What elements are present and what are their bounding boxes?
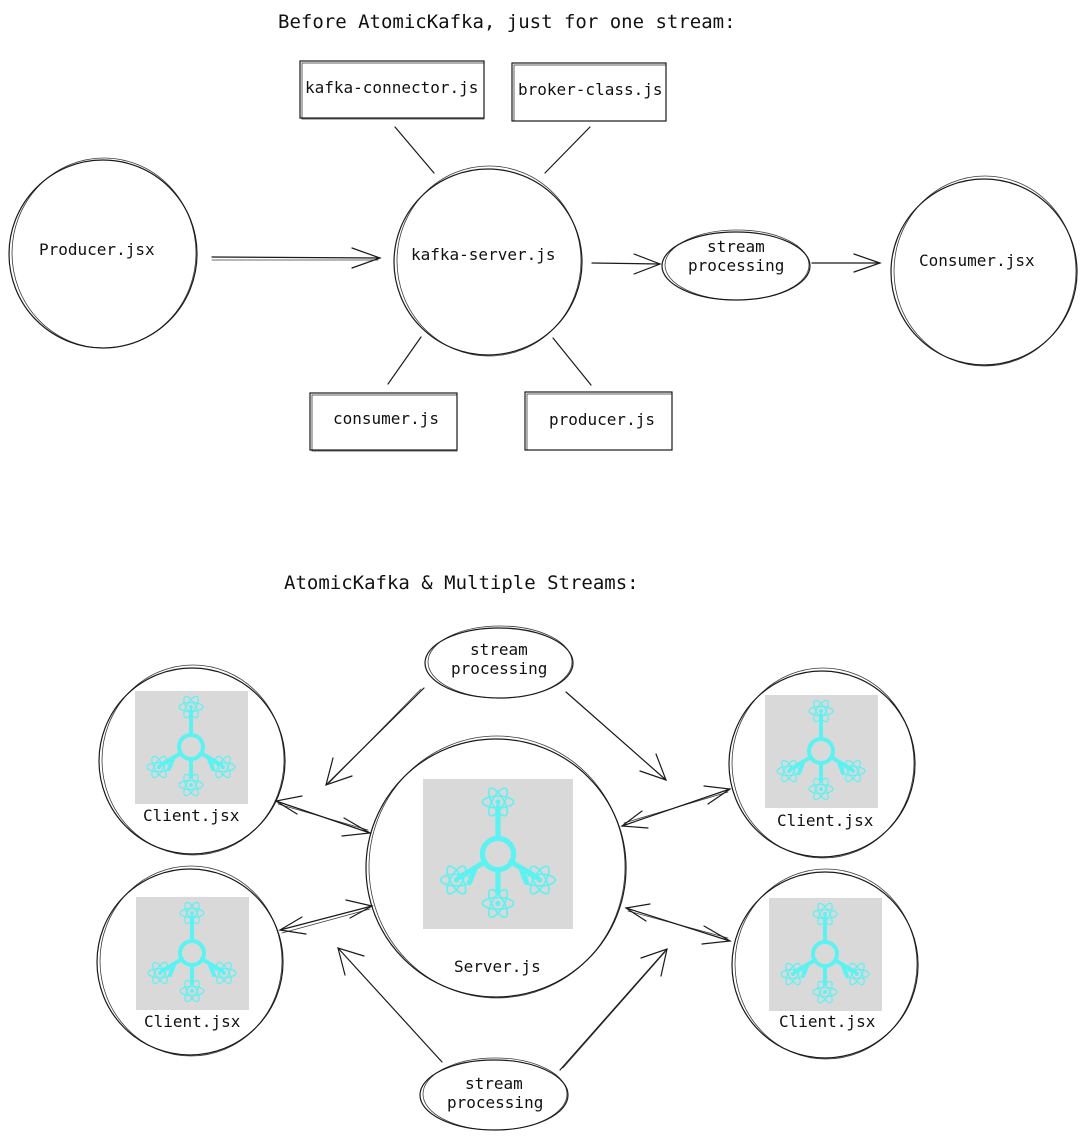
kafka-server-label: kafka-server.js [411, 245, 556, 264]
producer-jsx-label: Producer.jsx [39, 240, 155, 259]
broker-class-box: broker-class.js [511, 62, 667, 122]
arrow-producer-to-server [211, 247, 382, 269]
arrow-stream-bottom-to-client-br [559, 948, 668, 1071]
producer-js-label: producer.js [549, 410, 655, 429]
producer-jsx-node: Producer.jsx [8, 157, 198, 349]
arrow-client-tl-server [274, 795, 372, 837]
stream-processing-bottom: stream processing [419, 1057, 569, 1131]
consumer-js-label: consumer.js [333, 409, 439, 428]
client-node-top-right: Client.jsx [728, 667, 916, 859]
server-node: Server.js [365, 735, 627, 999]
client-node-top-left: Client.jsx [98, 664, 286, 856]
arrow-server-to-stream [591, 253, 662, 275]
stream-processing-1-line2: processing [688, 256, 784, 275]
link-connector-server [394, 126, 435, 174]
stream-processing-node-1: stream processing [661, 229, 811, 301]
arrow-stream-to-consumer [811, 253, 882, 273]
stream-bottom-line2: processing [447, 1093, 543, 1112]
stream-bottom-line1: stream [465, 1074, 523, 1093]
stream-processing-top: stream processing [424, 625, 574, 699]
link-server-producer [552, 337, 592, 386]
consumer-jsx-label: Consumer.jsx [919, 251, 1035, 270]
consumer-jsx-node: Consumer.jsx [890, 175, 1078, 367]
client-node-bottom-left: Client.jsx [96, 865, 284, 1057]
kafka-connector-label: kafka-connector.js [305, 78, 478, 97]
server-label: Server.js [454, 957, 541, 976]
diagram-before-title: Before AtomicKafka, just for one stream: [278, 11, 736, 33]
consumer-js-box: consumer.js [309, 392, 458, 452]
arrow-client-bl-server [278, 899, 374, 935]
link-server-consumer [387, 336, 422, 385]
diagram-after-title: AtomicKafka & Multiple Streams: [284, 572, 639, 594]
stream-processing-1-line1: stream [707, 237, 765, 256]
arrow-stream-top-to-client-tr [565, 691, 668, 781]
kafka-connector-box: kafka-connector.js [299, 60, 485, 120]
client-tl-label: Client.jsx [143, 806, 240, 825]
client-br-label: Client.jsx [779, 1012, 876, 1031]
stream-top-line1: stream [470, 640, 528, 659]
producer-js-box: producer.js [524, 391, 673, 451]
client-bl-label: Client.jsx [144, 1012, 241, 1031]
arrow-stream-top-to-client-tl [325, 687, 425, 786]
client-node-bottom-right: Client.jsx [731, 868, 919, 1060]
link-broker-server [544, 126, 591, 174]
client-tr-label: Client.jsx [777, 811, 874, 830]
arrow-stream-bottom-to-client-bl [337, 947, 443, 1063]
kafka-server-node: kafka-server.js [393, 165, 583, 357]
arrow-client-br-server [624, 903, 732, 945]
arrow-client-tr-server [620, 785, 732, 829]
stream-top-line2: processing [451, 659, 547, 678]
broker-class-label: broker-class.js [518, 80, 663, 99]
